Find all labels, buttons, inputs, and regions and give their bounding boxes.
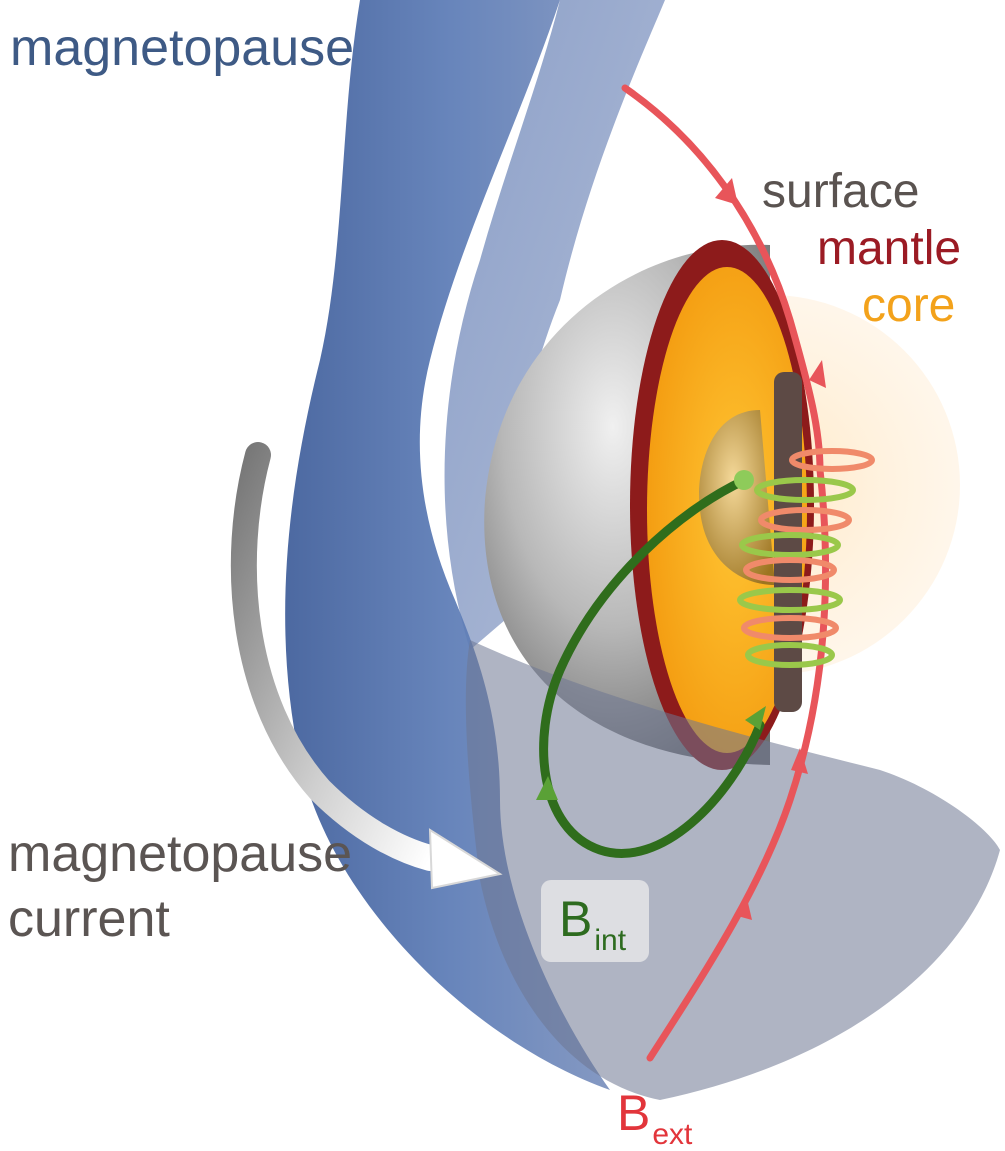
- internal-field-subscript: int: [594, 924, 627, 957]
- magnetopause-current-arrow: [230, 442, 443, 871]
- internal-field-symbol: B: [559, 891, 593, 947]
- external-field-arrow-3: [791, 748, 808, 774]
- dynamo-cylinder: [774, 372, 802, 712]
- magnetopause-current-arrowhead: [428, 828, 503, 890]
- mantle-label: mantle: [817, 222, 962, 275]
- internal-field-loop-start: [734, 470, 754, 490]
- magnetopause-label: magnetopause: [10, 19, 355, 77]
- internal-field-loop: [539, 475, 765, 858]
- external-field-arrow-4: [734, 894, 752, 920]
- magnetopause-current-label: magnetopause current: [8, 825, 353, 948]
- internal-field-arrow-1: [536, 776, 558, 800]
- external-field-arrow-2: [809, 360, 826, 388]
- external-field-symbol: B: [617, 1085, 651, 1141]
- internal-field-label-box: [541, 880, 649, 962]
- magnetopause-lower-sheet: [465, 640, 1000, 1100]
- external-field-arrow-1: [715, 178, 738, 205]
- surface-label: surface: [762, 165, 920, 218]
- external-field-label: Bext: [617, 1085, 692, 1150]
- core-label: core: [862, 279, 956, 332]
- internal-field-label: Bint: [559, 891, 626, 956]
- dynamo-coils: [737, 448, 875, 668]
- inner-core: [699, 410, 775, 585]
- external-field-subscript: ext: [652, 1118, 693, 1151]
- internal-field-arrow-2: [745, 706, 766, 730]
